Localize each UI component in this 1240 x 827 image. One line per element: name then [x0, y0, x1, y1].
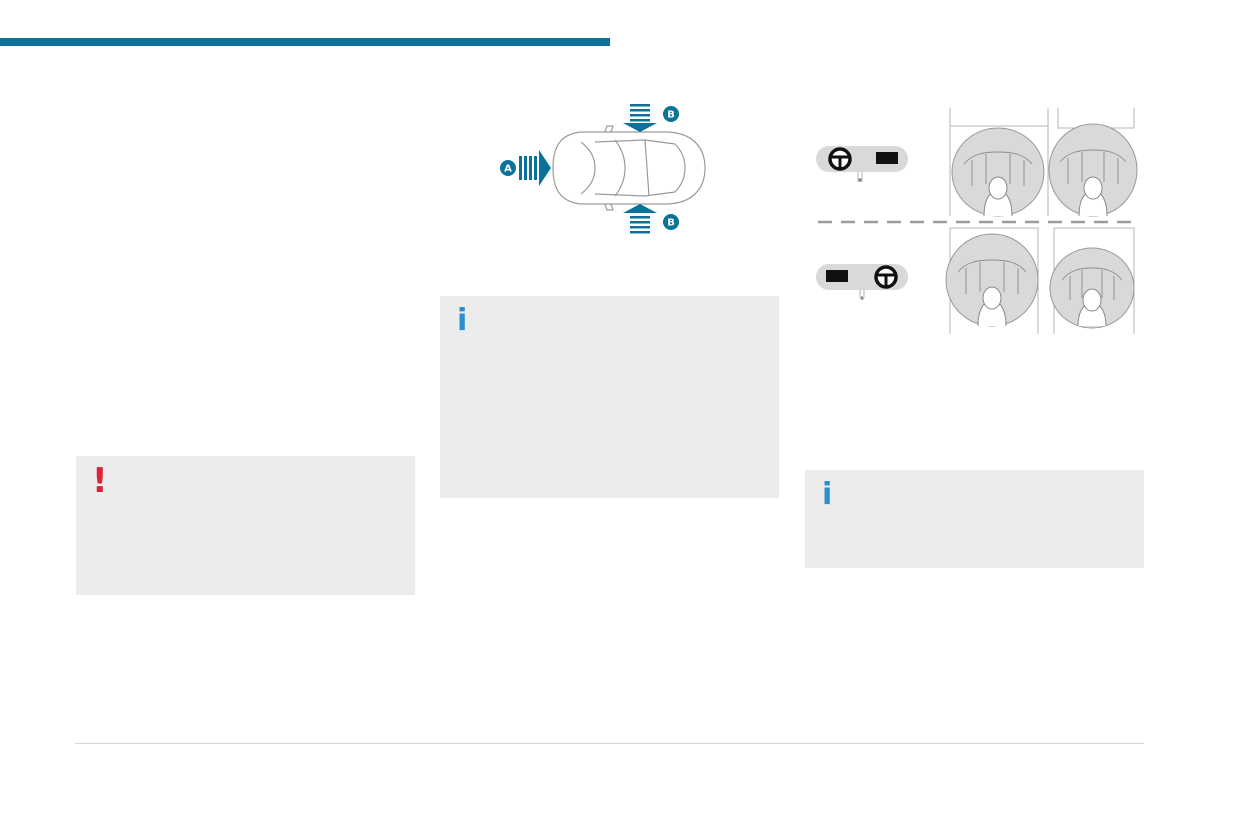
- section-header-bar: [0, 38, 610, 46]
- side-impact-arrows-bottom: [623, 204, 657, 234]
- info-box-right: i: [805, 470, 1144, 568]
- info-box-middle: i: [440, 296, 779, 498]
- side-impact-marker-bottom: B: [663, 214, 679, 230]
- label-a: A: [504, 164, 512, 175]
- warning-exclamation-icon: !: [92, 461, 108, 501]
- impact-zones-diagram: A B B: [500, 104, 706, 234]
- warning-box: !: [76, 456, 415, 595]
- car-top-view-illustration: [552, 125, 706, 211]
- rhd-dashboard-illustration: [816, 264, 908, 300]
- info-icon: i: [457, 303, 468, 338]
- airbag-deployed-front-right-bottom: [1049, 247, 1135, 329]
- info-icon: i: [822, 477, 833, 512]
- label-b-top: B: [667, 110, 675, 121]
- footer-divider: [75, 743, 1144, 744]
- side-impact-arrows-top: [623, 104, 657, 132]
- front-impact-marker: A: [500, 160, 516, 176]
- airbag-layout-diagram: [816, 108, 1138, 334]
- side-impact-marker-top: B: [663, 106, 679, 122]
- front-impact-arrows: [519, 150, 551, 186]
- lhd-dashboard-illustration: [816, 146, 908, 182]
- label-b-bottom: B: [667, 218, 675, 229]
- occupant-silhouettes: [977, 176, 1108, 327]
